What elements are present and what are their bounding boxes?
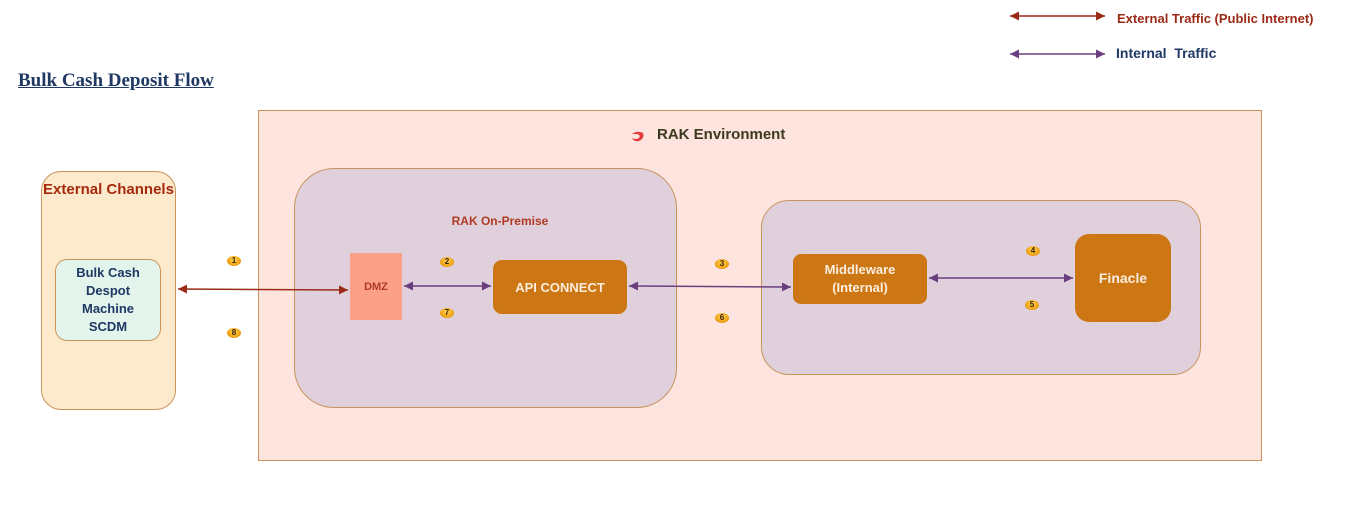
rak-logo-icon: [630, 129, 646, 148]
legend-external-label: External Traffic (Public Internet): [1117, 11, 1314, 26]
connector-api-middleware: [628, 281, 792, 292]
connector-external-dmz: [177, 284, 349, 295]
step-badge-6: 6: [715, 313, 729, 323]
step-badge-2: 2: [440, 257, 454, 267]
finacle-node[interactable]: Finacle: [1075, 234, 1171, 322]
step-badge-8: 8: [227, 328, 241, 338]
device-label: Bulk Cash Despot Machine SCDM: [76, 265, 140, 334]
page-title: Bulk Cash Deposit Flow: [18, 70, 214, 91]
external-channels-title: External Channels: [43, 181, 174, 198]
step-badge-5: 5: [1025, 300, 1039, 310]
middleware-node[interactable]: Middleware (Internal): [793, 254, 927, 304]
step-badge-7: 7: [440, 308, 454, 318]
on-premise-title: RAK On-Premise: [451, 214, 549, 228]
api-connect-node[interactable]: API CONNECT: [493, 260, 627, 314]
step-badge-4: 4: [1026, 246, 1040, 256]
step-badge-3: 3: [715, 259, 729, 269]
dmz-node[interactable]: DMZ: [350, 253, 402, 320]
bulk-cash-deposit-machine[interactable]: Bulk Cash Despot Machine SCDM: [55, 259, 161, 341]
legend-internal-label: Internal Traffic: [1116, 45, 1217, 61]
step-badge-1: 1: [227, 256, 241, 266]
middleware-label: Middleware (Internal): [824, 262, 896, 295]
environment-title: RAK Environment: [657, 126, 786, 143]
